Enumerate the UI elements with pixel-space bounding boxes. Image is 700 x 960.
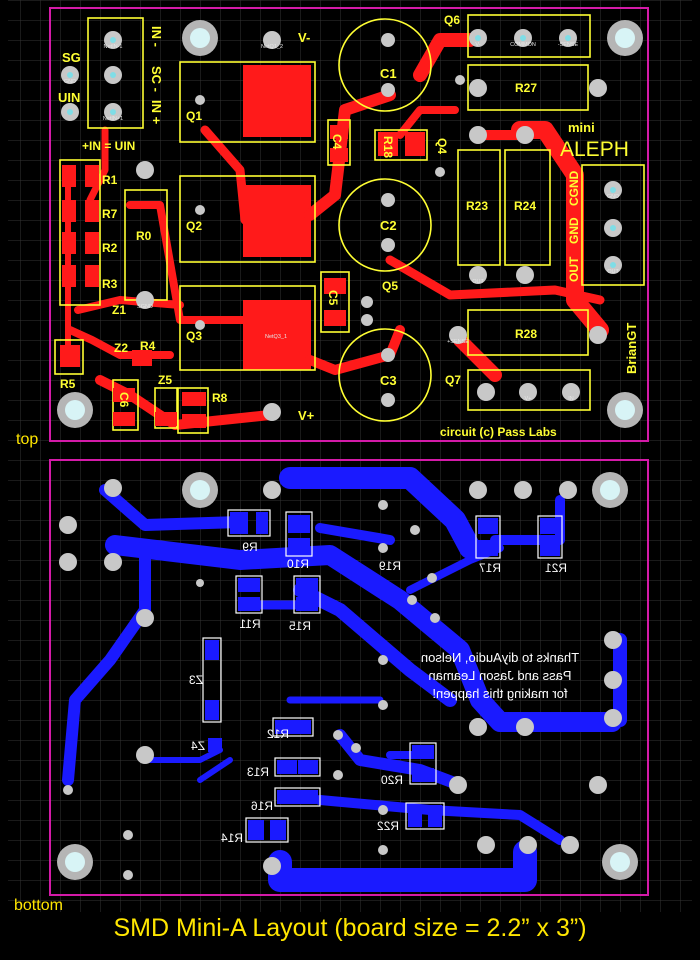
ref-c3: C3 <box>380 373 397 388</box>
capacitor-c1-outline <box>338 18 432 112</box>
title-mini: mini <box>568 120 595 135</box>
ref-r17: R17 <box>479 561 501 575</box>
ref-r11: R11 <box>239 617 260 631</box>
ref-r24: R24 <box>514 199 536 213</box>
ref-c4: C4 <box>330 134 344 150</box>
pad-label: SGND <box>137 304 153 310</box>
ref-r19: R19 <box>379 559 401 573</box>
ref-z2: Z2 <box>114 341 128 355</box>
pad-label: NetQ1_2 <box>261 44 283 50</box>
ref-c2: C2 <box>380 218 397 233</box>
ref-r20: R20 <box>381 773 403 787</box>
ref-z1: Z1 <box>112 303 126 317</box>
ref-r10: R10 <box>287 557 309 571</box>
ref-q3: Q3 <box>186 329 202 343</box>
top-pads <box>57 20 643 428</box>
pad-label: V+ <box>525 396 532 402</box>
conn-label-cgnd: CGND <box>567 170 581 206</box>
ref-q6: Q6 <box>444 13 460 27</box>
pad-label: GND <box>607 194 619 200</box>
ref-r1: R1 <box>102 173 118 187</box>
side-label-bottom: bottom <box>14 897 63 914</box>
capacitor-c2-outline <box>338 178 432 272</box>
top-board: SG UIN IN - SC - IN + +IN = UIN OUT GND … <box>49 7 649 442</box>
ref-r0: R0 <box>136 229 152 243</box>
pad-label: COMMON <box>510 42 536 48</box>
thanks-note-line-3: for making this happen! <box>432 686 567 701</box>
conn-label-out: OUT <box>567 256 581 282</box>
pad-label: OUT <box>607 269 619 275</box>
circuit-credit: circuit (c) Pass Labs <box>440 425 557 439</box>
power-pour-q3 <box>243 300 311 370</box>
ref-r7: R7 <box>102 207 118 221</box>
pad-label: NetQ3_1 <box>265 334 287 340</box>
mounting-holes-bottom <box>57 472 638 880</box>
bottom-smd-components <box>202 509 563 843</box>
power-pour-q2 <box>243 185 311 257</box>
thanks-note-line-1: Thanks to diyAudio, Nelson <box>421 650 579 665</box>
pad-label: NetIN-1 <box>104 44 123 50</box>
ref-q1: Q1 <box>186 109 202 123</box>
conn-label-vplus: V+ <box>298 408 315 423</box>
pad-label: IN <box>568 396 574 402</box>
ref-r23: R23 <box>466 199 488 213</box>
ref-r9: R9 <box>242 540 258 554</box>
ref-c6: C6 <box>117 392 131 408</box>
top-silkscreen <box>54 14 645 434</box>
thanks-note-line-2: Pass and Jason Leaman <box>428 668 571 683</box>
side-label-top: top <box>16 431 38 448</box>
ref-r3: R3 <box>102 277 118 291</box>
ref-r27: R27 <box>515 81 537 95</box>
layout-caption: SMD Mini-A Layout (board size = 2.2” x 3… <box>113 914 587 942</box>
top-smd-pads <box>60 125 425 428</box>
pad-label: OUT <box>472 279 484 285</box>
ref-r4: R4 <box>140 339 156 353</box>
pad-label: GND <box>64 79 76 85</box>
ref-c5: C5 <box>326 290 340 306</box>
top-board-outline <box>49 7 649 442</box>
ref-q5: Q5 <box>382 279 398 293</box>
ref-q2: Q2 <box>186 219 202 233</box>
mounting-holes-top <box>57 20 643 428</box>
ref-r5: R5 <box>60 377 76 391</box>
bottom-board: Thanks to diyAudio, Nelson Pass and Jaso… <box>49 459 649 896</box>
ref-z3: Z3 <box>189 673 203 687</box>
ref-r15: R15 <box>289 619 311 633</box>
ref-r2: R2 <box>102 241 118 255</box>
ref-r22: R22 <box>377 819 399 833</box>
conn-label-sg: SG <box>62 50 81 65</box>
ref-r28: R28 <box>515 327 537 341</box>
conn-label-sc-minus: SC - <box>149 66 164 92</box>
author-label: BrianGT <box>624 323 639 374</box>
conn-label-in-eq-uin: +IN = UIN <box>82 139 135 153</box>
ref-c1: C1 <box>380 66 397 81</box>
pad-label: NetIN+1 <box>103 116 123 122</box>
ref-z4: Z4 <box>191 739 205 753</box>
ref-q4: Q4 <box>435 138 449 154</box>
ref-r8: R8 <box>212 391 228 405</box>
ref-r12: R12 <box>267 727 289 741</box>
conn-label-in-minus: IN - <box>149 26 164 47</box>
conn-label-vminus: V- <box>298 30 310 45</box>
conn-label-in-plus: IN + <box>149 100 164 125</box>
bottom-board-outline <box>49 459 649 896</box>
power-pour-q1 <box>243 65 311 137</box>
pad-label: +SENSE <box>447 339 469 345</box>
ref-r21: R21 <box>545 561 567 575</box>
ref-q7: Q7 <box>445 373 461 387</box>
conn-label-gnd: GND <box>567 217 581 244</box>
ref-r16: R16 <box>251 799 273 813</box>
capacitor-c3-outline <box>338 328 432 422</box>
ref-r13: R13 <box>247 765 269 779</box>
ref-r14: R14 <box>221 831 243 845</box>
ref-r18: R18 <box>381 136 395 158</box>
conn-label-uin: UIN <box>58 90 80 105</box>
title-aleph: ALEPH <box>560 138 629 161</box>
pad-label: V- <box>475 42 480 48</box>
ref-z5: Z5 <box>158 373 172 387</box>
bottom-pads <box>57 472 638 880</box>
pad-label: -SENSE <box>558 42 579 48</box>
